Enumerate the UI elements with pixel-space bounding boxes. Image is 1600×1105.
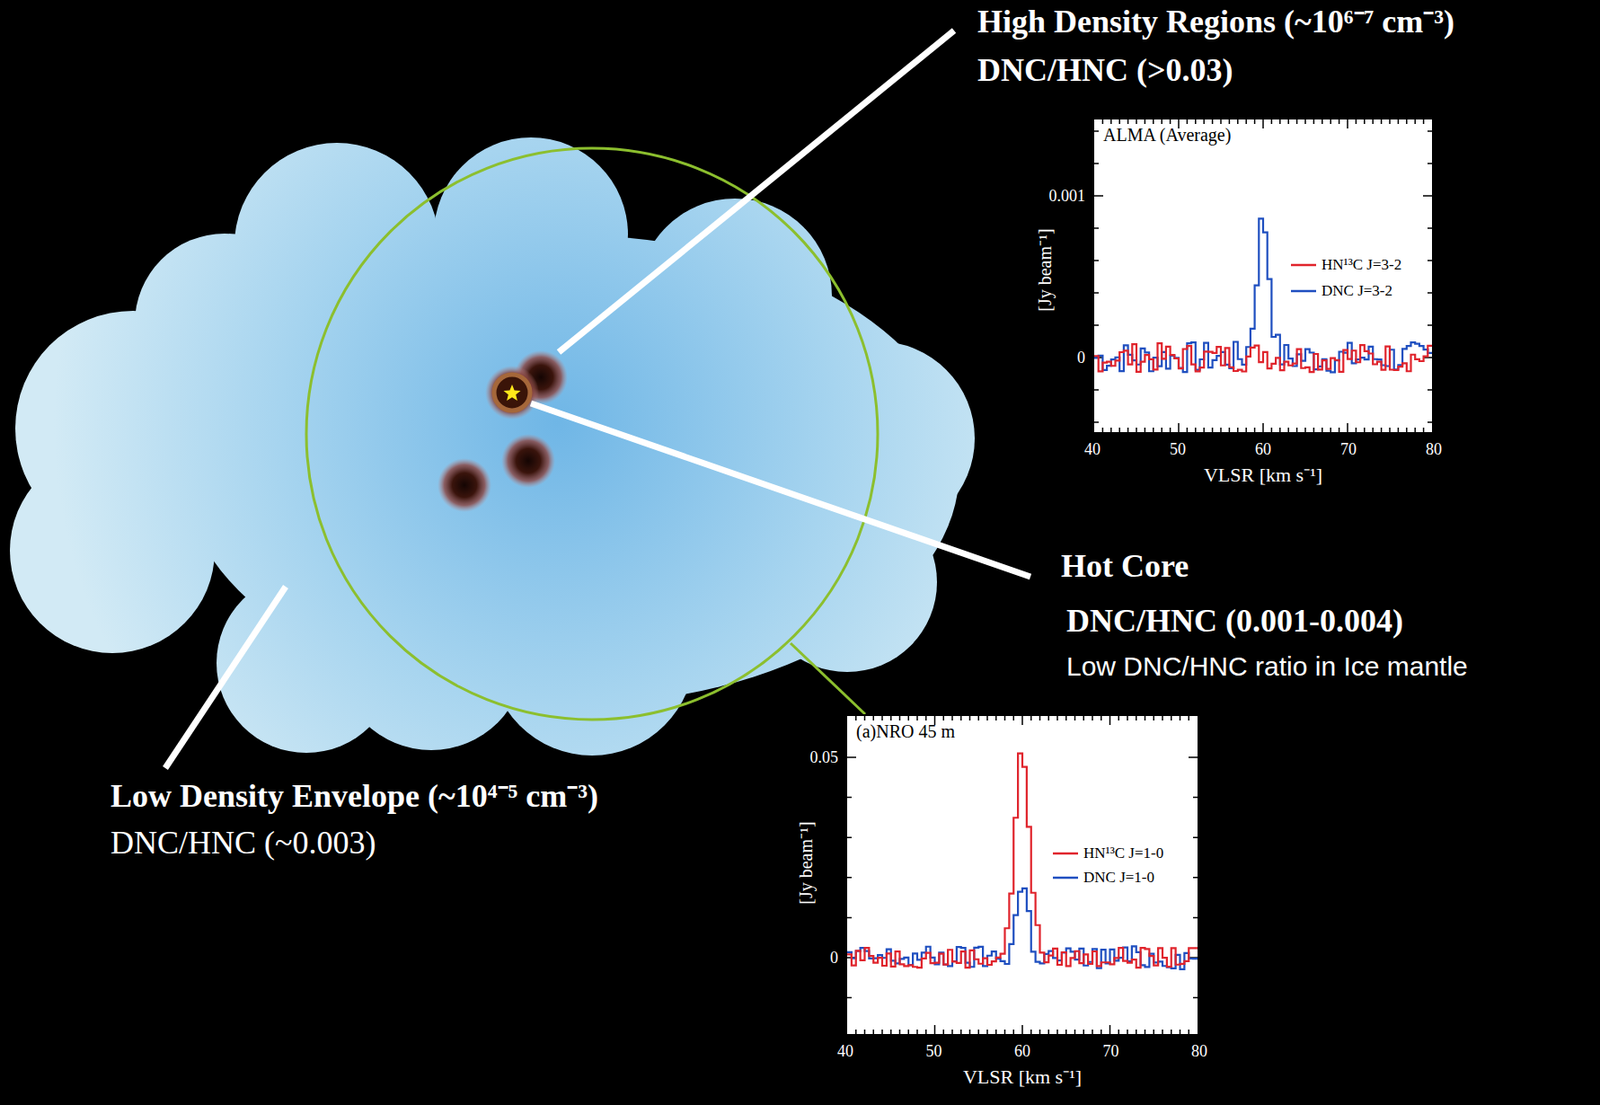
legend-text: DNC J=1-0 bbox=[1083, 868, 1155, 887]
note: Low DNC/HNC ratio in Ice mantle bbox=[1066, 651, 1468, 683]
plot-title: (a)NRO 45 m bbox=[847, 716, 955, 743]
tick-label: 0 bbox=[830, 948, 839, 968]
tick-label: 70 bbox=[1340, 440, 1357, 460]
tick-label: 80 bbox=[1425, 440, 1442, 460]
tick-label: 80 bbox=[1191, 1042, 1208, 1061]
ratio-value: DNC/HNC (>0.03) bbox=[977, 52, 1233, 89]
region-heading: Hot Core bbox=[1060, 548, 1189, 585]
dense-core bbox=[501, 433, 556, 488]
axis-label: [Jy beam⁻¹] bbox=[1034, 228, 1055, 311]
leader-lines bbox=[165, 30, 1031, 769]
region-heading: Low Density Envelope (~10⁴⁻⁵ cm⁻³) bbox=[110, 777, 599, 815]
legend-text: HN¹³C J=3-2 bbox=[1321, 256, 1402, 275]
axis-label: [Jy beam⁻¹] bbox=[795, 821, 816, 904]
dense-core bbox=[437, 458, 492, 513]
ratio-value: DNC/HNC (~0.003) bbox=[110, 824, 376, 862]
legend-sample bbox=[1290, 264, 1317, 267]
tick-label: 50 bbox=[926, 1042, 943, 1061]
tick-label: 0.001 bbox=[1049, 186, 1087, 206]
legend-text: HN¹³C J=1-0 bbox=[1083, 844, 1164, 863]
tick-label: 70 bbox=[1103, 1042, 1120, 1061]
tick-label: 60 bbox=[1255, 440, 1272, 460]
beam-leader bbox=[790, 643, 866, 715]
cloud bbox=[9, 137, 975, 756]
tick-label: 60 bbox=[1014, 1042, 1031, 1061]
star bbox=[503, 384, 522, 401]
tick-label: 40 bbox=[837, 1042, 854, 1061]
tick-label: 40 bbox=[1084, 440, 1101, 460]
beam-circle bbox=[306, 148, 878, 720]
tick-label: 0.05 bbox=[810, 748, 840, 768]
spectrum-plot: ALMA (Average) bbox=[1092, 117, 1434, 434]
region-heading: High Density Regions (~10⁶⁻⁷ cm⁻³) bbox=[977, 3, 1455, 41]
axis-label: VLSR [km s⁻¹] bbox=[963, 1065, 1082, 1088]
plot-title: ALMA (Average) bbox=[1094, 119, 1231, 146]
ratio-value: DNC/HNC (0.001-0.004) bbox=[1066, 602, 1404, 640]
tick-label: 0 bbox=[1077, 348, 1086, 368]
legend-sample bbox=[1052, 852, 1079, 856]
legend-text: DNC J=3-2 bbox=[1321, 282, 1393, 301]
spectrum bbox=[1094, 119, 1433, 433]
legend-sample bbox=[1052, 876, 1079, 880]
hot-core bbox=[485, 365, 540, 420]
tick-label: 50 bbox=[1169, 440, 1186, 460]
legend-sample bbox=[1290, 290, 1317, 293]
hot-core-ring bbox=[494, 374, 531, 411]
axis-label: VLSR [km s⁻¹] bbox=[1203, 463, 1323, 487]
